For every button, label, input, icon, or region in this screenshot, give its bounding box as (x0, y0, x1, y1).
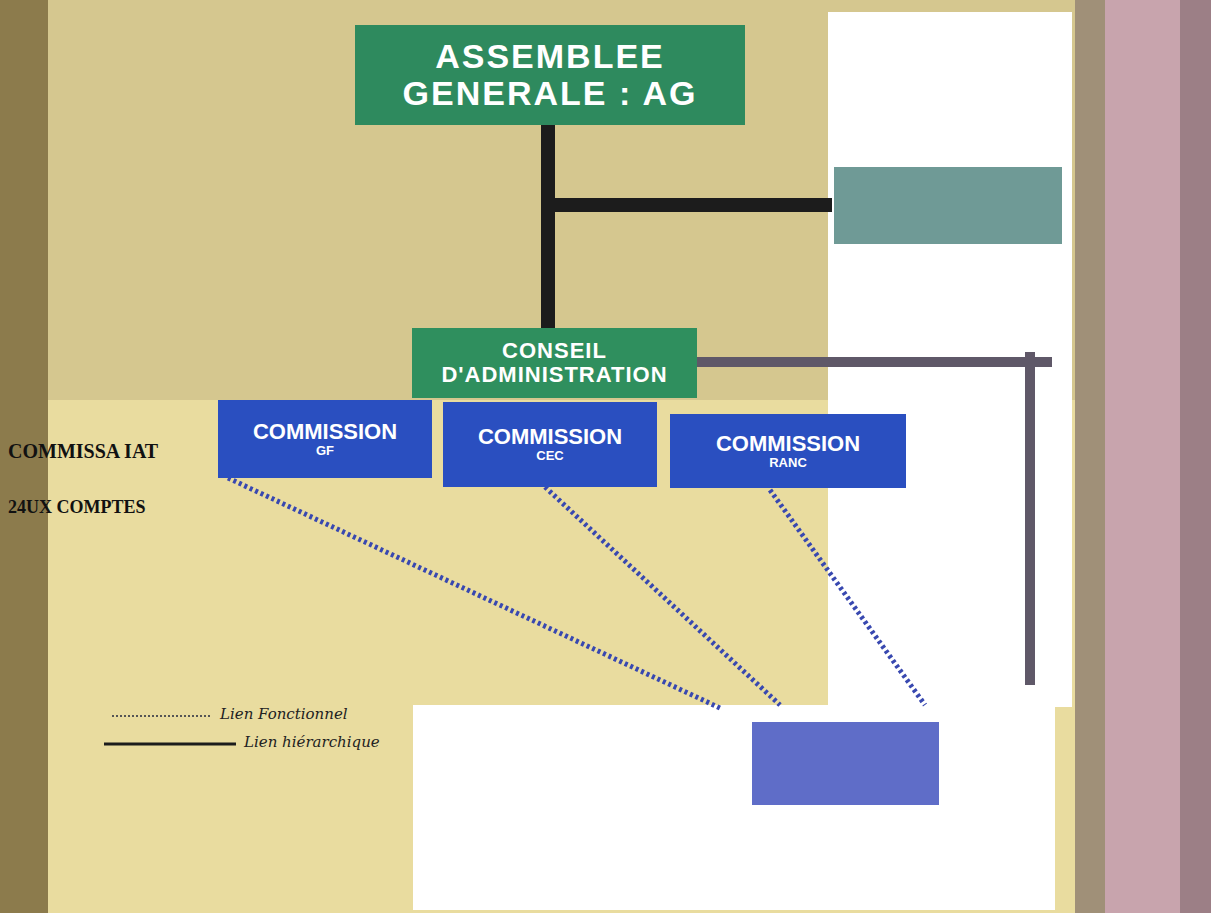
commission-box: COMMISSIONCEC (443, 402, 657, 487)
empty-box (752, 722, 939, 805)
side-label: COMMISSA IAT (8, 440, 158, 463)
node-title: COMMISSION (716, 432, 860, 456)
node-title: ASSEMBLEE GENERALE : AG (365, 38, 735, 113)
council-box: CONSEIL D'ADMINISTRATION (412, 328, 697, 398)
functional-link (770, 490, 925, 705)
legend-text: Lien Fonctionnel (220, 705, 348, 723)
legend-row: Lien Fonctionnel (214, 705, 348, 723)
door (1105, 0, 1211, 913)
legend-dotted-sample (112, 715, 212, 717)
node-subtitle: RANC (769, 456, 807, 470)
grey-link (1025, 352, 1035, 685)
legend-row: Lien hiérarchique (238, 733, 380, 751)
node-title: COMMISSION (253, 420, 397, 444)
door-edge (1180, 0, 1211, 913)
grey-link (697, 357, 1052, 367)
node-subtitle: CEC (536, 449, 563, 463)
functional-link (545, 487, 780, 705)
connector-line (541, 125, 555, 328)
empty-box (834, 167, 1062, 244)
legend-text: Lien hiérarchique (244, 733, 380, 751)
node-title: COMMISSION (478, 425, 622, 449)
commission-box: COMMISSIONRANC (670, 414, 906, 488)
node-title: CONSEIL D'ADMINISTRATION (422, 339, 687, 387)
assembly-box: ASSEMBLEE GENERALE : AG (355, 25, 745, 125)
commission-box: COMMISSIONGF (218, 400, 432, 478)
white-patch (413, 705, 1055, 910)
door-frame (1075, 0, 1105, 913)
functional-link (228, 478, 720, 708)
legend-solid-sample (104, 743, 236, 746)
node-subtitle: GF (316, 444, 334, 458)
hierarchy-link (548, 125, 549, 328)
hierarchy-branch (548, 198, 832, 212)
side-label: 24UX COMPTES (8, 497, 146, 518)
